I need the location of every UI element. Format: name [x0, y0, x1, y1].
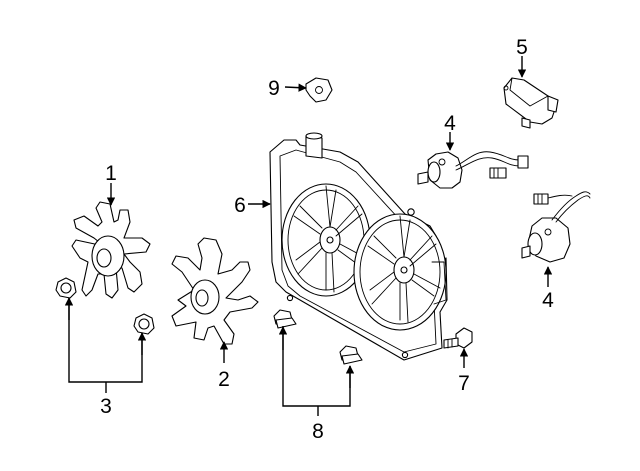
fan-blade-right[interactable]	[171, 237, 259, 345]
shroud-bolt[interactable]	[443, 327, 473, 349]
callout-3: 3	[100, 395, 112, 418]
callout-4-upper: 4	[444, 112, 456, 135]
callout-9: 9	[268, 77, 280, 100]
callout-6: 6	[234, 194, 246, 217]
callout-5: 5	[516, 36, 528, 59]
callout-8: 8	[312, 420, 324, 443]
callout-2: 2	[218, 368, 230, 391]
callout-4-lower: 4	[542, 289, 554, 312]
fan-blade-left[interactable]	[71, 201, 151, 299]
fan-nut[interactable]	[55, 277, 155, 335]
retainer-clip[interactable]	[305, 77, 333, 103]
control-module[interactable]	[503, 77, 559, 129]
callout-7: 7	[458, 372, 470, 395]
fan-shroud[interactable]	[269, 132, 448, 361]
leader-lines	[64, 56, 553, 416]
mounting-bolt[interactable]	[273, 309, 363, 365]
callout-1: 1	[105, 162, 117, 185]
fan-motor-second[interactable]	[521, 191, 591, 263]
fan-motor[interactable]	[417, 151, 529, 189]
